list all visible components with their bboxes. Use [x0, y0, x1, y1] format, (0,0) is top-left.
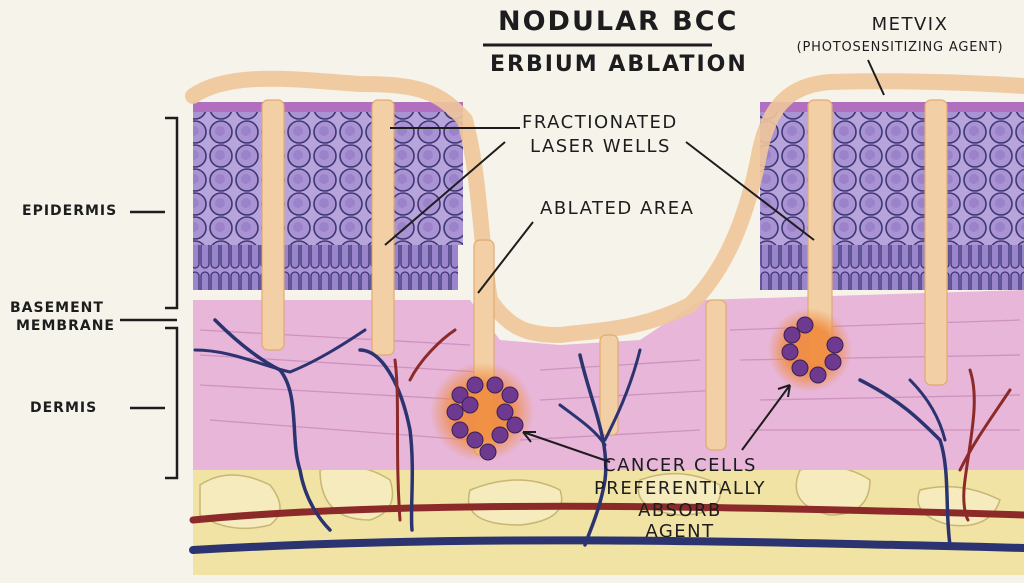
cancer-label-line1: CANCER CELLS: [603, 455, 757, 476]
epidermis-right: [760, 102, 1024, 290]
blood-vessels: [189, 318, 1024, 554]
epidermis-left: [193, 102, 463, 290]
layer-brackets: [120, 116, 179, 480]
wells-label-line1: FRACTIONATED: [522, 112, 678, 133]
cancer-label-line2: PREFERENTIALLY: [593, 478, 767, 499]
agent-name: METVIX: [871, 14, 949, 35]
basement-label-line1: BASEMENT: [10, 300, 104, 316]
agent-description: (PHOTOSENSITIZING AGENT): [796, 40, 1004, 55]
tumor-right: [768, 308, 852, 392]
diagram-title: NODULAR BCC: [498, 6, 739, 37]
basement-label-line2: MEMBRANE: [16, 318, 115, 334]
metvix-coating: [185, 70, 1024, 344]
pointer-lines: [384, 59, 885, 463]
wells-label-line2: LASER WELLS: [530, 136, 671, 157]
dermis-label: DERMIS: [30, 400, 98, 416]
cancer-label-line3: ABSORB AGENT: [638, 500, 722, 542]
tumor-left: [430, 362, 534, 462]
ablated-area-label: ABLATED AREA: [540, 198, 695, 219]
diagram-subtitle: ERBIUM ABLATION: [490, 52, 748, 77]
epidermis-label: EPIDERMIS: [22, 203, 118, 219]
